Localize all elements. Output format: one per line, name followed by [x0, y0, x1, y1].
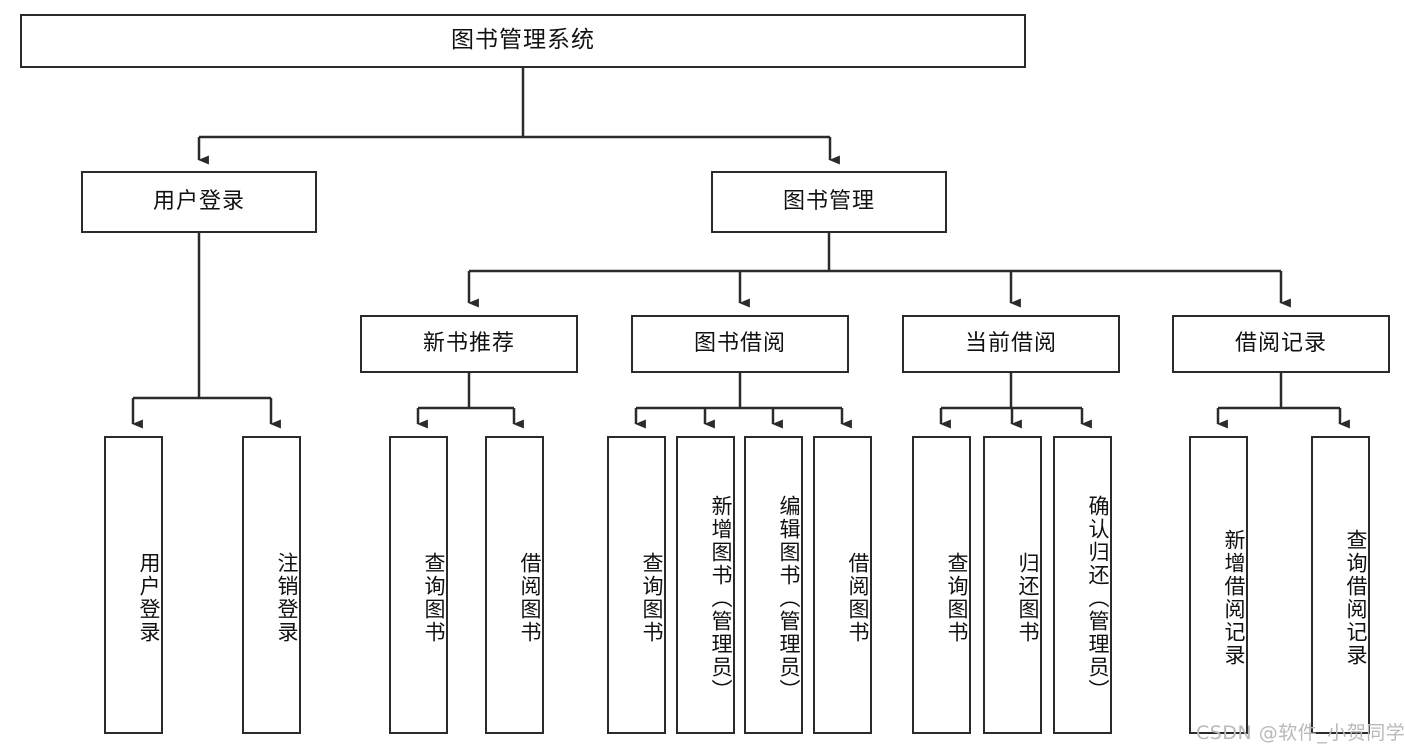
node-leaf-query-record[interactable]: 查询借阅记录 [1311, 436, 1370, 734]
node-leaf-borrow-book[interactable]: 借阅图书 [813, 436, 872, 734]
node-leaf-confirm-return[interactable]: 确认归还（管理员） [1053, 436, 1112, 734]
node-leaf-query-book-cur[interactable]: 查询图书 [912, 436, 971, 734]
node-leaf-add-book[interactable]: 新增图书（管理员） [676, 436, 735, 734]
edge-bookmanage-to-level2 [467, 233, 1291, 308]
edge-newbookrec-to-leaves [416, 373, 524, 429]
node-leaf-user-logout[interactable]: 注销登录 [242, 436, 301, 734]
edge-currentborrow-to-leaves [939, 373, 1092, 429]
node-user-login[interactable]: 用户登录 [81, 171, 317, 233]
edge-root-to-level1 [197, 68, 840, 165]
edge-borrowrecord-to-leaves [1216, 373, 1350, 429]
node-book-borrow[interactable]: 图书借阅 [631, 315, 849, 373]
node-borrow-record[interactable]: 借阅记录 [1172, 315, 1390, 373]
node-root-图书管理系统[interactable]: 图书管理系统 [20, 14, 1026, 68]
node-leaf-query-book-borrow[interactable]: 查询图书 [607, 436, 666, 734]
edge-userlogin-to-leaves [131, 233, 281, 429]
csdn-watermark: CSDN @软件_小贺同学 [1196, 722, 1405, 744]
node-new-book-rec[interactable]: 新书推荐 [360, 315, 578, 373]
node-book-manage[interactable]: 图书管理 [711, 171, 947, 233]
node-leaf-borrow-book-rec[interactable]: 借阅图书 [485, 436, 544, 734]
edge-bookborrow-to-leaves [634, 373, 852, 429]
node-leaf-user-login[interactable]: 用户登录 [104, 436, 163, 734]
node-current-borrow[interactable]: 当前借阅 [902, 315, 1120, 373]
node-leaf-query-book-rec[interactable]: 查询图书 [389, 436, 448, 734]
node-leaf-add-record[interactable]: 新增借阅记录 [1189, 436, 1248, 734]
node-leaf-return-book[interactable]: 归还图书 [983, 436, 1042, 734]
node-leaf-edit-book[interactable]: 编辑图书（管理员） [744, 436, 803, 734]
